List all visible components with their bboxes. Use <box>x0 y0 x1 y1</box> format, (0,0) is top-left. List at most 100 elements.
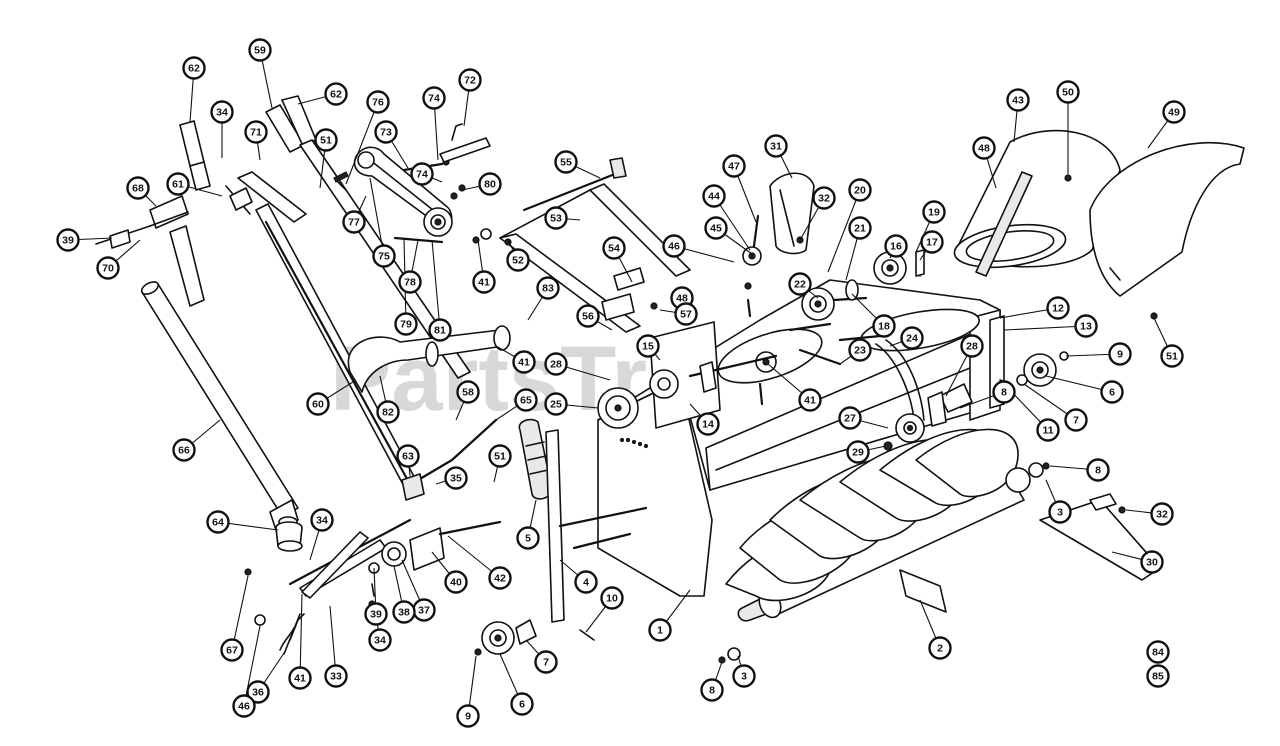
part-callout-38[interactable]: 38 <box>392 600 416 624</box>
part-callout-24[interactable]: 24 <box>900 326 924 350</box>
part-callout-61[interactable]: 61 <box>166 172 190 196</box>
part-callout-37[interactable]: 37 <box>412 598 436 622</box>
part-callout-82[interactable]: 82 <box>376 400 400 424</box>
part-callout-44[interactable]: 44 <box>702 184 726 208</box>
part-callout-4[interactable]: 4 <box>574 570 598 594</box>
part-callout-33[interactable]: 33 <box>324 664 348 688</box>
part-callout-11[interactable]: 11 <box>1036 418 1060 442</box>
part-callout-45[interactable]: 45 <box>704 216 728 240</box>
part-callout-31[interactable]: 31 <box>764 134 788 158</box>
part-callout-8[interactable]: 8 <box>700 678 724 702</box>
part-callout-7[interactable]: 7 <box>534 650 558 674</box>
part-callout-41[interactable]: 41 <box>512 350 536 374</box>
part-callout-13[interactable]: 13 <box>1074 314 1098 338</box>
part-callout-70[interactable]: 70 <box>96 256 120 280</box>
part-callout-50[interactable]: 50 <box>1056 80 1080 104</box>
part-callout-78[interactable]: 78 <box>398 270 422 294</box>
part-callout-36[interactable]: 36 <box>246 680 270 704</box>
part-callout-22[interactable]: 22 <box>788 272 812 296</box>
part-callout-80[interactable]: 80 <box>478 172 502 196</box>
part-callout-6[interactable]: 6 <box>510 692 534 716</box>
part-callout-42[interactable]: 42 <box>488 566 512 590</box>
part-callout-19[interactable]: 19 <box>922 200 946 224</box>
part-callout-35[interactable]: 35 <box>444 466 468 490</box>
part-callout-8[interactable]: 8 <box>1086 458 1110 482</box>
part-callout-30[interactable]: 30 <box>1140 550 1164 574</box>
part-callout-18[interactable]: 18 <box>872 314 896 338</box>
part-callout-74[interactable]: 74 <box>422 86 446 110</box>
part-callout-64[interactable]: 64 <box>206 510 230 534</box>
part-callout-46[interactable]: 46 <box>662 234 686 258</box>
part-callout-74[interactable]: 74 <box>410 162 434 186</box>
part-callout-20[interactable]: 20 <box>848 178 872 202</box>
part-callout-41[interactable]: 41 <box>288 666 312 690</box>
part-callout-16[interactable]: 16 <box>884 234 908 258</box>
part-callout-60[interactable]: 60 <box>306 392 330 416</box>
part-callout-66[interactable]: 66 <box>172 438 196 462</box>
part-callout-52[interactable]: 52 <box>506 248 530 272</box>
part-callout-40[interactable]: 40 <box>444 570 468 594</box>
part-callout-55[interactable]: 55 <box>554 150 578 174</box>
part-callout-1[interactable]: 1 <box>648 618 672 642</box>
part-callout-51[interactable]: 51 <box>314 128 338 152</box>
part-callout-17[interactable]: 17 <box>920 230 944 254</box>
part-callout-63[interactable]: 63 <box>396 444 420 468</box>
part-callout-79[interactable]: 79 <box>394 312 418 336</box>
part-callout-27[interactable]: 27 <box>838 406 862 430</box>
part-callout-7[interactable]: 7 <box>1064 408 1088 432</box>
part-callout-39[interactable]: 39 <box>56 228 80 252</box>
part-callout-32[interactable]: 32 <box>812 186 836 210</box>
part-callout-15[interactable]: 15 <box>636 334 660 358</box>
part-callout-12[interactable]: 12 <box>1046 296 1070 320</box>
part-callout-9[interactable]: 9 <box>1108 342 1132 366</box>
part-callout-73[interactable]: 73 <box>374 120 398 144</box>
part-callout-39[interactable]: 39 <box>364 602 388 626</box>
part-callout-65[interactable]: 65 <box>514 388 538 412</box>
part-callout-53[interactable]: 53 <box>544 206 568 230</box>
part-callout-72[interactable]: 72 <box>458 68 482 92</box>
part-callout-59[interactable]: 59 <box>248 38 272 62</box>
part-callout-83[interactable]: 83 <box>536 276 560 300</box>
part-callout-21[interactable]: 21 <box>848 216 872 240</box>
part-callout-3[interactable]: 3 <box>1048 500 1072 524</box>
part-callout-29[interactable]: 29 <box>846 440 870 464</box>
part-callout-81[interactable]: 81 <box>428 318 452 342</box>
part-callout-49[interactable]: 49 <box>1162 100 1186 124</box>
part-callout-57[interactable]: 57 <box>674 302 698 326</box>
part-callout-32[interactable]: 32 <box>1150 502 1174 526</box>
part-callout-34[interactable]: 34 <box>310 508 334 532</box>
part-callout-5[interactable]: 5 <box>516 526 540 550</box>
part-callout-2[interactable]: 2 <box>928 636 952 660</box>
part-callout-51[interactable]: 51 <box>1160 344 1184 368</box>
part-callout-3[interactable]: 3 <box>732 664 756 688</box>
part-callout-41[interactable]: 41 <box>798 388 822 412</box>
part-callout-25[interactable]: 25 <box>544 392 568 416</box>
part-callout-23[interactable]: 23 <box>848 338 872 362</box>
part-callout-14[interactable]: 14 <box>696 412 720 436</box>
part-callout-51[interactable]: 51 <box>488 444 512 468</box>
part-callout-34[interactable]: 34 <box>368 628 392 652</box>
part-callout-34[interactable]: 34 <box>210 100 234 124</box>
part-callout-43[interactable]: 43 <box>1006 88 1030 112</box>
part-callout-85[interactable]: 85 <box>1146 664 1170 688</box>
part-callout-10[interactable]: 10 <box>600 586 624 610</box>
part-callout-77[interactable]: 77 <box>342 210 366 234</box>
part-callout-68[interactable]: 68 <box>126 176 150 200</box>
part-callout-47[interactable]: 47 <box>722 154 746 178</box>
part-callout-75[interactable]: 75 <box>372 244 396 268</box>
part-callout-46[interactable]: 46 <box>232 694 256 718</box>
part-callout-48[interactable]: 48 <box>972 136 996 160</box>
part-callout-54[interactable]: 54 <box>602 236 626 260</box>
part-callout-9[interactable]: 9 <box>456 704 480 728</box>
part-callout-71[interactable]: 71 <box>244 120 268 144</box>
part-callout-6[interactable]: 6 <box>1100 380 1124 404</box>
part-callout-28[interactable]: 28 <box>960 334 984 358</box>
part-callout-62[interactable]: 62 <box>324 82 348 106</box>
part-callout-84[interactable]: 84 <box>1146 640 1170 664</box>
part-callout-67[interactable]: 67 <box>220 638 244 662</box>
part-callout-76[interactable]: 76 <box>366 90 390 114</box>
part-callout-8[interactable]: 8 <box>992 380 1016 404</box>
part-callout-58[interactable]: 58 <box>456 380 480 404</box>
part-callout-28[interactable]: 28 <box>544 352 568 376</box>
part-callout-62[interactable]: 62 <box>182 56 206 80</box>
